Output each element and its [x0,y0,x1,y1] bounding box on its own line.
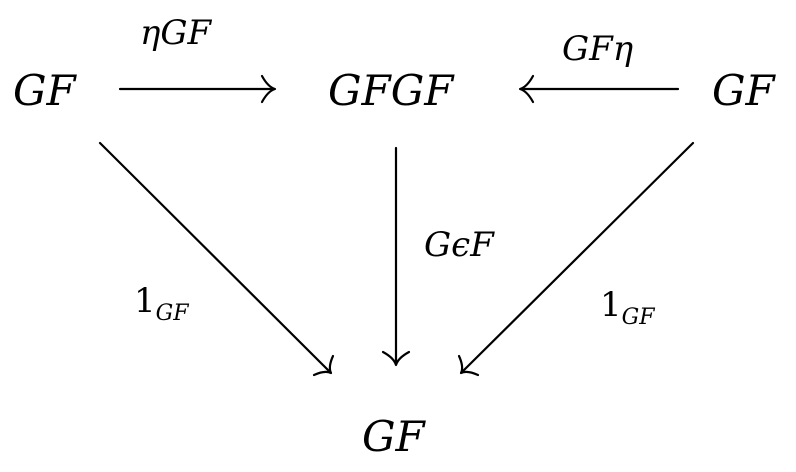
label-eta-gf: ηGF [140,13,212,53]
identity-base: 1 [134,281,156,321]
arrow-g-epsilon-f [381,146,411,367]
object-top-right: GF [712,66,775,115]
label-gf-eta: GFη [562,29,634,69]
object-top-center: GFGF [328,66,454,115]
object-top-left: GF [13,66,76,115]
arrow-identity-left [98,141,335,377]
arrow-gf-eta [518,74,680,104]
arrow-identity-right [457,141,695,377]
label-identity-right: 1GF [600,285,654,329]
identity-subscript: GF [155,301,189,326]
arrow-eta-gf [118,74,277,104]
label-g-epsilon-f: GϵF [424,225,494,265]
object-bottom: GF [362,412,425,461]
identity-base: 1 [600,285,622,325]
label-identity-left: 1GF [134,281,188,325]
identity-subscript: GF [621,305,655,330]
